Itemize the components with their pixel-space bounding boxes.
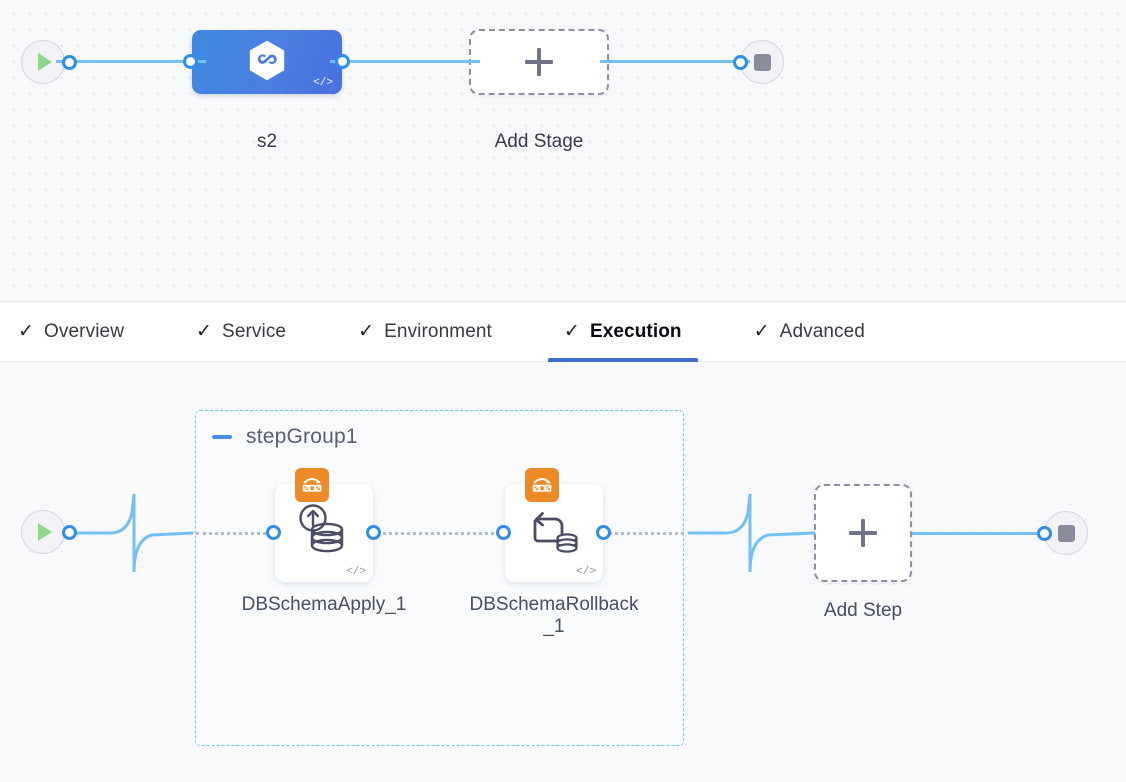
check-icon: ✓ <box>753 321 770 342</box>
step1-input-port[interactable] <box>266 525 281 540</box>
check-icon: ✓ <box>18 321 35 342</box>
stage-node-output-port[interactable] <box>335 54 350 69</box>
step2-output-port[interactable] <box>596 525 611 540</box>
stage-end-node[interactable] <box>733 40 784 84</box>
start-node-circle <box>21 40 65 84</box>
minus-icon[interactable] <box>212 435 232 439</box>
execution-start-node[interactable] <box>21 510 77 554</box>
tab-service[interactable]: ✓ Service <box>196 302 312 361</box>
exec-link-step1-to-step2 <box>372 532 506 535</box>
stage-code-badge: </> <box>313 77 333 89</box>
step-node-dbschemaapply[interactable]: </> <box>266 468 381 582</box>
step-group-header[interactable]: stepGroup1 <box>212 425 358 449</box>
check-icon: ✓ <box>563 321 580 342</box>
end-node-port[interactable] <box>1037 526 1052 541</box>
exec-link-addstep-to-end <box>912 532 1052 535</box>
aws-dms-icon <box>525 468 559 502</box>
step1-output-port[interactable] <box>366 525 381 540</box>
aws-dms-glyph <box>302 478 322 492</box>
end-node-port[interactable] <box>733 55 748 70</box>
stage-link-start-to-s2 <box>56 60 206 63</box>
stage-node-s2[interactable]: </> <box>183 30 350 94</box>
step-node-dbschemarollback-label: DBSchemaRollback_1 <box>469 594 639 638</box>
tab-execution[interactable]: ✓ Execution <box>547 302 708 362</box>
stage-node-input-port[interactable] <box>183 54 198 69</box>
add-stage-button[interactable] <box>469 29 609 95</box>
harness-hexagon-icon <box>249 40 285 81</box>
tab-overview[interactable]: ✓ Overview <box>18 302 150 361</box>
stage-start-node[interactable] <box>21 40 77 84</box>
stop-icon <box>753 53 771 71</box>
start-node-port[interactable] <box>62 55 77 70</box>
database-apply-icon <box>275 502 373 564</box>
add-stage-label: Add Stage <box>494 131 584 152</box>
step-node-dbschemarollback[interactable]: </> <box>496 468 611 582</box>
stop-icon <box>1057 524 1075 542</box>
plus-icon <box>525 48 553 76</box>
tab-advanced-label: Advanced <box>779 320 865 342</box>
plus-icon <box>849 519 877 547</box>
step-group-title: stepGroup1 <box>246 425 358 448</box>
add-step-button[interactable] <box>814 484 912 582</box>
stage-config-tabs[interactable]: ✓ Overview ✓ Service ✓ Environment ✓ Exe… <box>0 302 1126 362</box>
check-icon: ✓ <box>358 321 375 342</box>
execution-canvas[interactable]: stepGroup1 <box>0 362 1126 782</box>
play-icon <box>38 523 52 541</box>
step-node-dbschemaapply-label: DBSchemaApply_1 <box>241 594 407 615</box>
tab-execution-label: Execution <box>589 320 682 342</box>
stage-link-add-to-end <box>600 60 750 63</box>
tab-service-label: Service <box>222 320 287 342</box>
step-code-badge: </> <box>346 566 366 578</box>
step-code-badge: </> <box>576 566 596 578</box>
exec-link-group-in <box>196 532 278 535</box>
start-node-port[interactable] <box>62 525 77 540</box>
execution-end-node[interactable] <box>1037 511 1088 555</box>
database-rollback-icon <box>505 502 603 564</box>
active-tab-underline <box>547 358 698 362</box>
aws-dms-glyph <box>532 478 552 492</box>
stage-link-s2-to-add <box>330 60 480 63</box>
check-icon: ✓ <box>196 321 213 342</box>
tab-advanced[interactable]: ✓ Advanced <box>754 302 891 361</box>
step2-input-port[interactable] <box>496 525 511 540</box>
start-node-circle <box>21 510 65 554</box>
aws-dms-icon <box>295 468 329 502</box>
tab-environment-label: Environment <box>384 320 492 342</box>
step-group-container[interactable]: stepGroup1 <box>195 410 684 746</box>
tab-environment[interactable]: ✓ Environment <box>358 302 518 361</box>
stage-canvas[interactable]: </> s2 Add Stage <box>0 0 1126 302</box>
stage-node-s2-label: s2 <box>256 131 278 152</box>
tab-overview-label: Overview <box>44 320 125 342</box>
add-step-label: Add Step <box>823 600 903 621</box>
exec-link-group-out <box>602 532 684 535</box>
play-icon <box>38 53 52 71</box>
